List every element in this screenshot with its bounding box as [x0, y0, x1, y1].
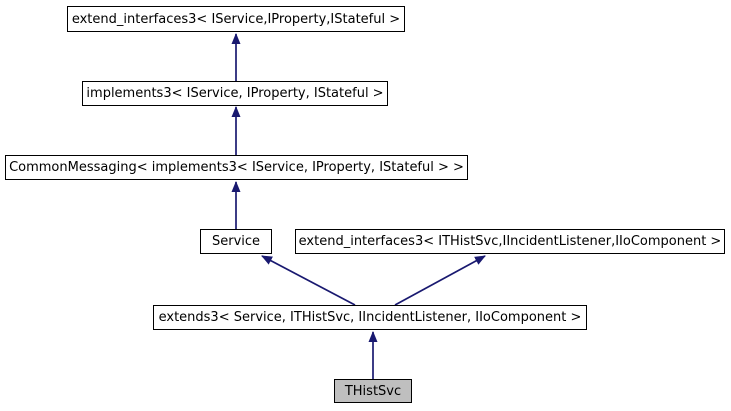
class-node-label: implements3< IService, IProperty, IState…	[86, 86, 384, 101]
class-node-label: CommonMessaging< implements3< IService, …	[9, 160, 464, 175]
class-node-extend-interfaces3-iservice[interactable]: extend_interfaces3< IService,IProperty,I…	[67, 6, 405, 32]
class-node-implements3[interactable]: implements3< IService, IProperty, IState…	[82, 81, 388, 106]
inheritance-arrow-extends3-to-extend-interfaces3	[394, 255, 486, 306]
class-node-common-messaging[interactable]: CommonMessaging< implements3< IService, …	[5, 155, 468, 180]
class-node-label: THistSvc	[344, 383, 402, 399]
class-node-thistsvc-current: THistSvc	[334, 379, 412, 403]
class-node-label: extends3< Service, ITHistSvc, IIncidentL…	[158, 310, 582, 325]
class-node-extends3[interactable]: extends3< Service, ITHistSvc, IIncidentL…	[153, 305, 587, 330]
class-node-label: Service	[211, 234, 261, 249]
class-node-label: extend_interfaces3< IService,IProperty,I…	[71, 11, 401, 27]
class-node-label: extend_interfaces3< ITHistSvc,IIncidentL…	[298, 234, 722, 249]
class-node-service[interactable]: Service	[200, 229, 272, 254]
class-node-extend-interfaces3-ithistsvc[interactable]: extend_interfaces3< ITHistSvc,IIncidentL…	[295, 229, 725, 254]
inheritance-arrow-extends3-to-service	[261, 255, 356, 306]
